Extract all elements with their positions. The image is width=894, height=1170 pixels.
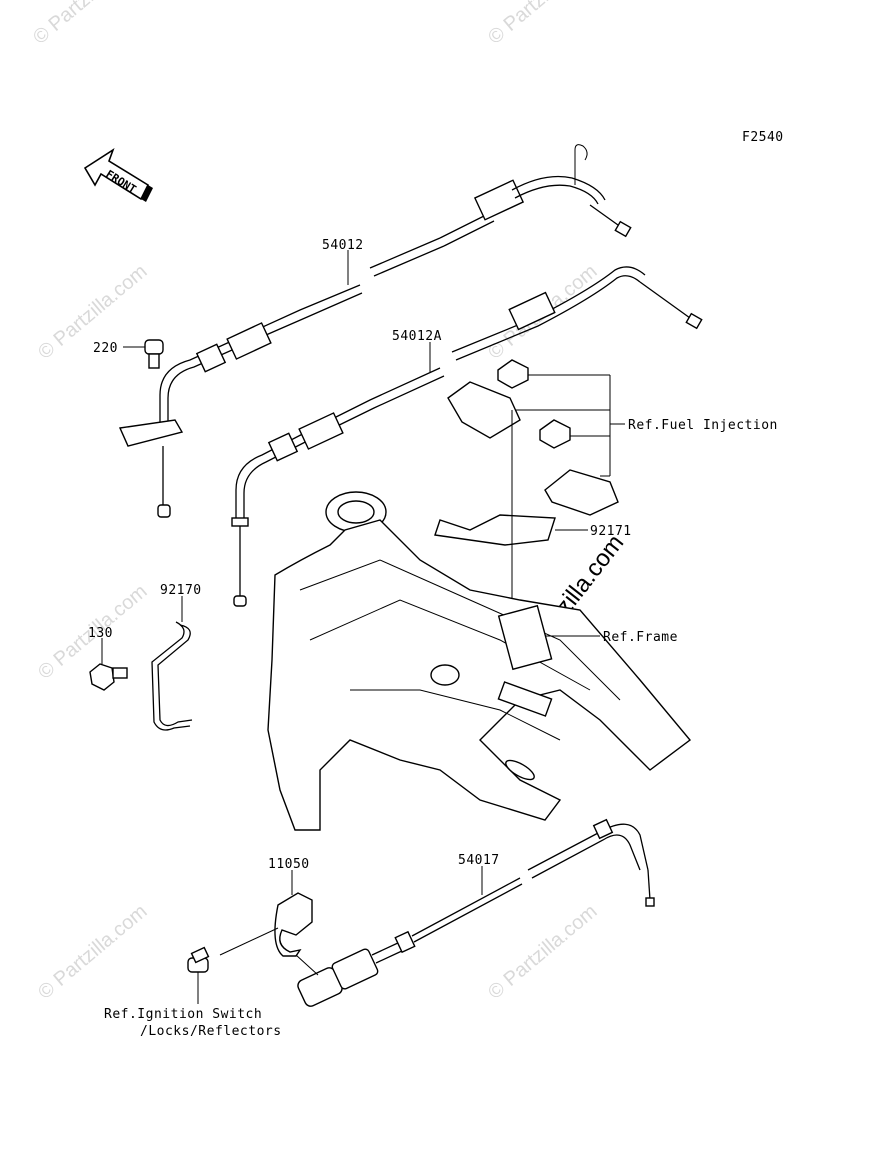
- callout-ref-fuel-injection: Ref.Fuel Injection: [628, 418, 778, 433]
- callout-ref-ignition-line1: Ref.Ignition Switch: [104, 1007, 262, 1022]
- callout-220: 220: [93, 341, 118, 356]
- callout-54012: 54012: [322, 238, 364, 253]
- watermark: © Partzilla.com: [484, 0, 601, 49]
- bolt-220: 220: [93, 339, 164, 369]
- callout-92170: 92170: [160, 583, 202, 598]
- choke-cable-54017: 54017: [297, 818, 655, 1007]
- front-arrow-icon: FRONT: [83, 148, 153, 202]
- callout-ref-frame: Ref.Frame: [603, 630, 678, 645]
- fuel-injection-parts: Ref.Fuel Injection: [447, 359, 778, 516]
- clamp-92170: 92170: [151, 583, 202, 731]
- watermark: © Partzilla.com: [484, 900, 601, 1003]
- callout-54012a: 54012A: [392, 329, 442, 344]
- watermark: © Partzilla.com: [29, 0, 146, 49]
- bolt-130: 130: [88, 626, 128, 691]
- throttle-cable-54012: 54012: [118, 144, 632, 518]
- callout-ref-ignition-line2: /Locks/Reflectors: [140, 1024, 282, 1039]
- watermark: © Partzilla.com: [34, 900, 151, 1003]
- bracket-11050: 11050: [219, 857, 319, 976]
- callout-11050: 11050: [268, 857, 310, 872]
- callout-130: 130: [88, 626, 113, 641]
- bolt-ignition: Ref.Ignition Switch /Locks/Reflectors: [104, 946, 282, 1039]
- callout-92171: 92171: [590, 524, 632, 539]
- frame: Ref.Frame: [267, 491, 692, 831]
- figure-code: F2540: [742, 130, 784, 145]
- throttle-cable-54012a: 54012A: [231, 266, 703, 607]
- callout-54017: 54017: [458, 853, 500, 868]
